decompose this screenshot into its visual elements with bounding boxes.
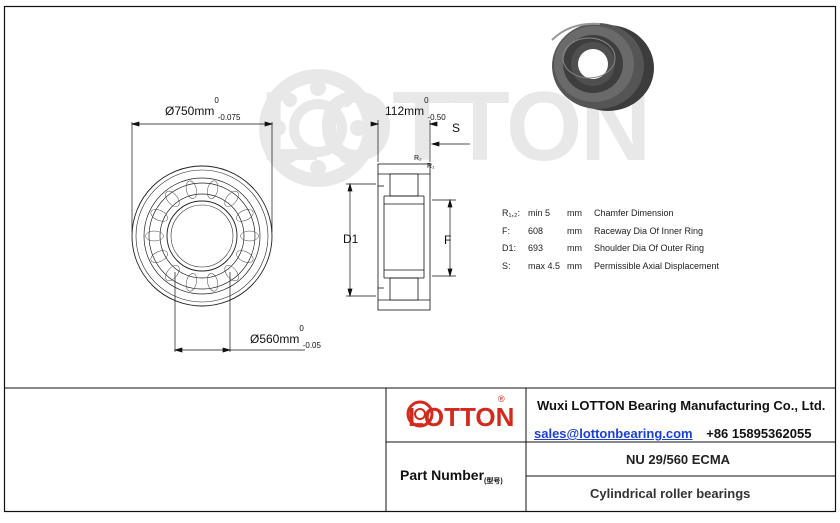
spec-unit: mm	[567, 243, 582, 253]
roller	[236, 209, 254, 222]
title-block	[4, 387, 836, 512]
id-dimension: Ø560mm 0 -0.05	[250, 324, 321, 350]
spec-description: Chamfer Dimension	[594, 208, 674, 218]
d1-label: D1	[343, 232, 359, 246]
registered-mark: ®	[498, 394, 505, 404]
width-main: 112mm	[385, 104, 425, 118]
roller	[150, 209, 168, 222]
spec-symbol: R₁,₂:	[502, 208, 521, 218]
roller	[224, 190, 239, 207]
spec-description: Shoulder Dia Of Outer Ring	[594, 243, 705, 253]
roller	[150, 250, 168, 263]
part-type-value: Cylindrical roller bearings	[590, 486, 751, 501]
lotton-logo: LOTTON ®	[406, 394, 514, 432]
width-dimension: 112mm 0 -0.50	[385, 96, 446, 122]
company-name: Wuxi LOTTON Bearing Manufacturing Co., L…	[537, 398, 826, 413]
od-main: Ø750mm	[165, 104, 215, 118]
logo-text: LOTTON	[408, 402, 514, 432]
roller	[145, 230, 164, 242]
spec-symbol: D1:	[502, 243, 517, 253]
roller	[240, 230, 259, 242]
r1-label: R₁	[427, 163, 435, 170]
spec-value: 608	[528, 225, 544, 236]
width-lower-tol: -0.50	[427, 113, 446, 122]
spec-description: Permissible Axial Displacement	[594, 260, 720, 271]
roller	[185, 273, 197, 292]
roller	[165, 265, 180, 282]
r2-label: R₂	[414, 155, 422, 162]
phone-number: +86 15895362055	[706, 426, 812, 441]
part-number-label-text: Part Number	[400, 467, 485, 483]
roller	[165, 190, 180, 207]
spec-value: min 5	[528, 208, 551, 218]
s-label: S	[452, 121, 461, 135]
roller	[207, 273, 219, 292]
spec-value: max 4.5	[528, 260, 561, 271]
width-upper-tol: 0	[424, 96, 429, 105]
section-dim-lines	[346, 120, 470, 298]
spec-unit: mm	[567, 225, 582, 236]
roller	[207, 180, 219, 199]
roller	[185, 180, 197, 199]
bearing-photo	[551, 22, 654, 111]
part-number-value: NU 29/560 ECMA	[626, 452, 731, 467]
id-main: Ø560mm	[250, 332, 300, 346]
spec-unit: mm	[567, 208, 582, 218]
part-number-label-sub: (型号)	[484, 478, 503, 485]
email-link[interactable]: sales@lottonbearing.com	[534, 426, 693, 441]
spec-description: Raceway Dia Of Inner Ring	[594, 225, 704, 236]
section-view	[377, 163, 431, 311]
spec-symbol: F:	[502, 225, 510, 236]
contact-line: sales@lottonbearing.com +86 15895362055	[534, 426, 811, 441]
front-dim-lines	[130, 121, 305, 353]
front-view	[131, 165, 273, 307]
spec-symbol: S:	[502, 260, 511, 271]
od-dimension: Ø750mm 0 -0.075	[165, 96, 240, 122]
id-upper-tol: 0	[299, 324, 304, 333]
id-lower-tol: -0.05	[302, 341, 321, 350]
outer-border	[3, 5, 837, 513]
od-upper-tol: 0	[214, 96, 219, 105]
f-label: F	[444, 233, 452, 247]
spec-value: 693	[528, 243, 544, 253]
od-lower-tol: -0.075	[217, 113, 241, 122]
roller	[224, 265, 239, 282]
part-number-label: Part Number(型号)	[400, 467, 503, 485]
roller	[236, 250, 254, 263]
spec-unit: mm	[567, 260, 582, 271]
